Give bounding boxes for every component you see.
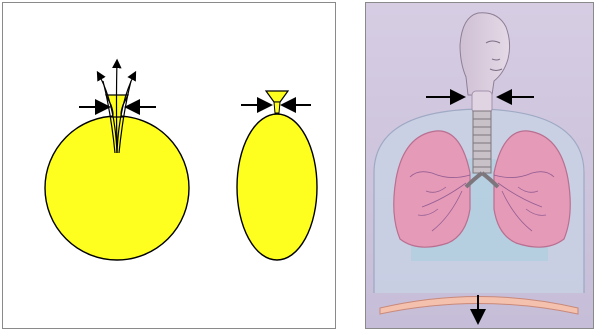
deflated-balloon-icon — [237, 91, 317, 260]
respiratory-illustration — [366, 3, 593, 328]
balloon-model-drawing — [3, 3, 335, 328]
trachea-icon — [473, 111, 491, 173]
respiratory-illustration-panel — [365, 2, 594, 329]
balloon-model-panel — [2, 2, 336, 329]
